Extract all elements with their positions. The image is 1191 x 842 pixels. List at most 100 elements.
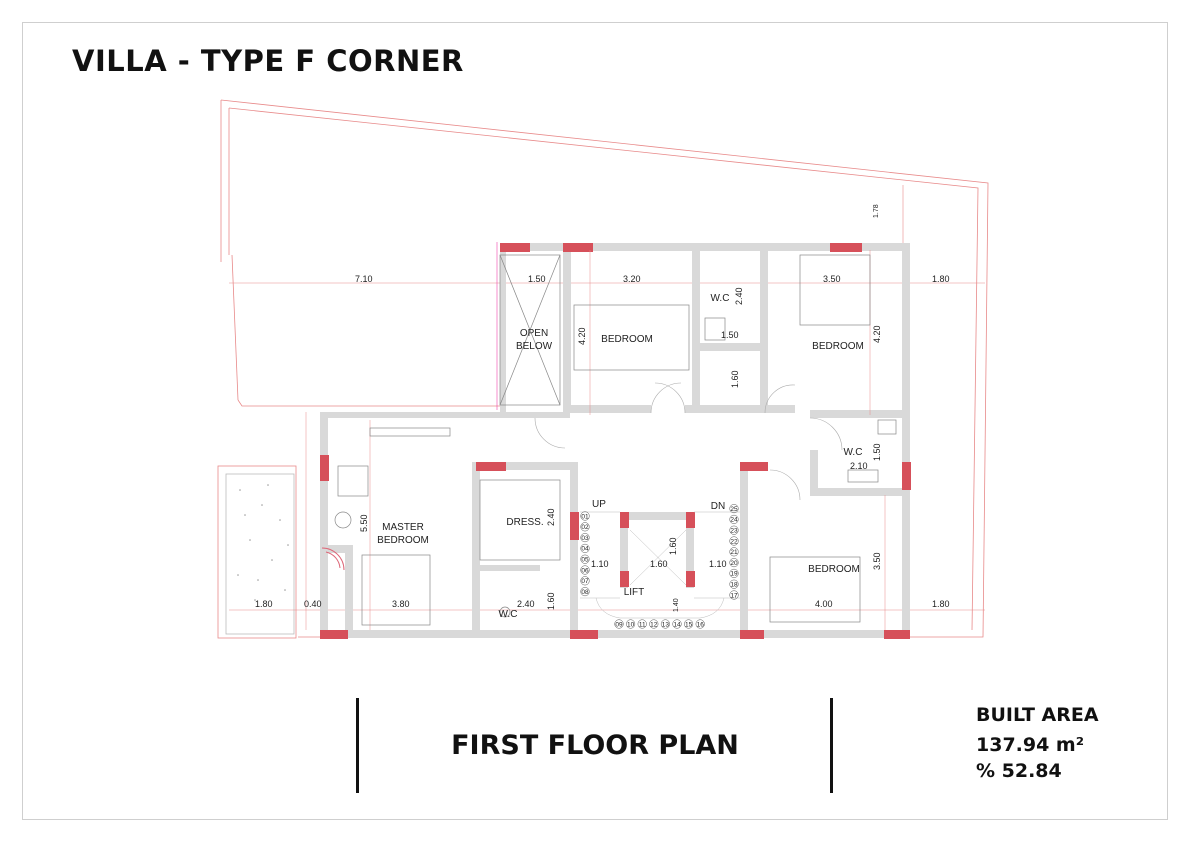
room-label-wc-top: W.C [711, 293, 730, 304]
room-label-dress: DRESS. [506, 517, 543, 528]
railing-window [321, 547, 345, 571]
stair-step-circle [626, 619, 636, 629]
stair-step-circle [729, 536, 739, 546]
stair-step-circle [580, 522, 590, 532]
separator-left [356, 698, 359, 793]
dim-1-60-lift: 1.60 [668, 537, 678, 555]
stair-step-number: 01 [581, 513, 589, 520]
stair-step-circle [580, 587, 590, 597]
grid-lines [305, 250, 886, 630]
columns [320, 243, 911, 639]
stair-step-number: 04 [581, 546, 589, 553]
stair-step-number: 23 [730, 528, 738, 535]
stair-step-circle [729, 579, 739, 589]
stair-step-circle [729, 504, 739, 514]
room-label-bedroom-right: BEDROOM [812, 341, 864, 352]
stair-step-number: 20 [730, 560, 738, 567]
room-label-bedroom-center: BEDROOM [601, 334, 653, 345]
dim-3-50-lower: 3.50 [872, 552, 882, 570]
stair-step-circle [660, 619, 670, 629]
room-label-bedroom-lower: BEDROOM [808, 564, 860, 575]
dim-3-80: 3.80 [392, 599, 410, 609]
dim-1-50-wc: 1.50 [721, 330, 739, 340]
dim-2-10: 2.10 [850, 461, 868, 471]
stair-step-circle [580, 543, 590, 553]
stair-step-circle [729, 568, 739, 578]
stair-step-number: 25 [730, 506, 738, 513]
room-label-open: OPEN [520, 328, 548, 339]
dim-0-40: 0.40 [304, 599, 322, 609]
built-area-label: BUILT AREA [976, 704, 1099, 726]
stair-step-number: 09 [615, 621, 623, 628]
doors [534, 382, 843, 501]
dim-1-10-left: 1.10 [591, 559, 609, 569]
stair-step-circle [729, 590, 739, 600]
dim-1-40: 1.40 [673, 598, 680, 612]
stair-step-number: 03 [581, 535, 589, 542]
stair-step-circle [695, 619, 705, 629]
stair-step-number: 17 [730, 592, 738, 599]
stair-step-circle [729, 525, 739, 535]
separator-right [830, 698, 833, 793]
built-area-value: 137.94 m² [976, 734, 1085, 756]
dim-5-50: 5.50 [359, 514, 369, 532]
stair-step-number: 08 [581, 589, 589, 596]
furniture [334, 254, 897, 626]
room-label-master-bedroom: BEDROOM [377, 535, 429, 546]
dim-1-78: 1.78 [873, 204, 880, 218]
dim-1-60-lift-w: 1.60 [650, 559, 668, 569]
stair-step-circle [580, 511, 590, 521]
stair-step-circle [580, 554, 590, 564]
stair-step-circle [580, 576, 590, 586]
room-label-lift: LIFT [624, 587, 645, 598]
stair-step-number: 10 [627, 621, 635, 628]
stair-step-circle [614, 619, 624, 629]
stair-step-circle [649, 619, 659, 629]
drawing-sheet-border [22, 22, 1168, 820]
floor-plan-title: FIRST FLOOR PLAN [451, 730, 739, 761]
dim-7-10: 7.10 [355, 274, 373, 284]
stair-step-number: 02 [581, 524, 589, 531]
dim-4-20-left: 4.20 [577, 327, 587, 345]
stair-step-number: 12 [650, 621, 658, 628]
stair-step-number: 13 [662, 621, 670, 628]
dim-1-60-wc-left: 1.60 [546, 592, 556, 610]
dim-1-60-corr: 1.60 [730, 370, 740, 388]
room-label-wc-left: W.C [499, 609, 518, 620]
stair-step-circle [580, 565, 590, 575]
dim-3-20: 3.20 [623, 274, 641, 284]
stair-step-circle [729, 547, 739, 557]
room-label-wc-right: W.C [844, 447, 863, 458]
dim-2-40-wc-left: 2.40 [517, 599, 535, 609]
dim-3-50-top: 3.50 [823, 274, 841, 284]
stair-step-number: 18 [730, 582, 738, 589]
dim-4-00: 4.00 [815, 599, 833, 609]
stair-step-number: 05 [581, 557, 589, 564]
stair-step-circle [637, 619, 647, 629]
villa-title: VILLA - TYPE F CORNER [72, 44, 464, 78]
stair-step-number: 11 [639, 621, 646, 628]
dimension-labels: 7.10 1.50 3.20 3.50 1.80 1.78 4.20 2.40 … [255, 204, 950, 612]
stair-step-circle [672, 619, 682, 629]
dim-1-50-open: 1.50 [528, 274, 546, 284]
built-area-percent: % 52.84 [976, 760, 1062, 782]
dim-1-80-top: 1.80 [932, 274, 950, 284]
dim-1-80-left: 1.80 [255, 599, 273, 609]
stair-label-dn: DN [711, 501, 725, 512]
dim-1-10-right: 1.10 [709, 559, 727, 569]
stair-step-number: 06 [581, 567, 589, 574]
landscape-area [237, 484, 289, 601]
stair-step-number: 21 [730, 549, 738, 556]
stair-step-circle [729, 514, 739, 524]
stair-step-circle [580, 533, 590, 543]
stair-step-circle [684, 619, 694, 629]
stair-step-number: 16 [697, 621, 705, 628]
dim-4-20-right: 4.20 [872, 325, 882, 343]
stair-step-number: 07 [581, 578, 589, 585]
dim-2-40-dress: 2.40 [546, 508, 556, 526]
stair-step-number: 15 [685, 621, 693, 628]
stair-step-number: 22 [730, 538, 738, 545]
stair-step-number: 24 [730, 517, 738, 524]
walls [320, 243, 910, 638]
